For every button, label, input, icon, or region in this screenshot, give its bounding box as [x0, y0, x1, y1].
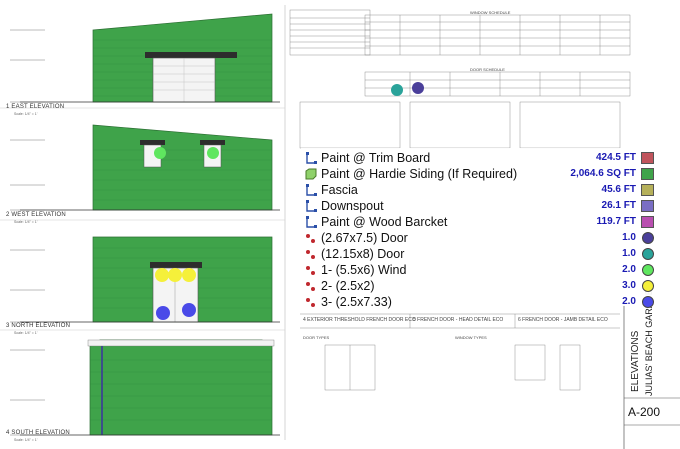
- elevation-label-south: 4 SOUTH ELEVATION: [6, 430, 70, 436]
- legend-value: 424.5 FT: [595, 152, 636, 163]
- legend-value: 2,064.6 SQ FT: [570, 168, 636, 179]
- legend-row-window-1[interactable]: 1- (5.5x6) Wind 2.0: [301, 262, 658, 279]
- detail-title: EXTERIOR THRESHOLD FRENCH DOOR ECO: [307, 317, 416, 323]
- linear-measure-icon: [306, 216, 317, 228]
- elevation-title: NORTH ELEVATION: [11, 323, 71, 329]
- elevation-label-west: 2 WEST ELEVATION: [6, 212, 66, 218]
- linear-measure-icon: [306, 200, 317, 212]
- elevation-number: 2: [6, 212, 10, 218]
- legend-value: 1.0: [622, 232, 636, 243]
- legend-label: Downspout: [321, 199, 384, 213]
- north-elevation-drawing: [20, 236, 280, 323]
- legend-row-wood-bracket[interactable]: Paint @ Wood Barcket 119.7 FT: [301, 214, 658, 231]
- detail-6-label: 6 FRENCH DOOR - JAMB DETAIL ECO: [518, 317, 608, 323]
- linear-measure-icon: [306, 184, 317, 196]
- legend-color-dot: [642, 264, 654, 276]
- legend-color-swatch: [641, 168, 654, 180]
- legend-value: 45.6 FT: [601, 184, 636, 195]
- elevation-label-north: 3 NORTH ELEVATION: [6, 323, 70, 329]
- legend-row-downspout[interactable]: Downspout 26.1 FT: [301, 198, 658, 215]
- elevation-title: WEST ELEVATION: [11, 212, 66, 218]
- legend-row-window-2[interactable]: 2- (2.5x2) 3.0: [301, 278, 658, 295]
- detail-number: 5: [413, 317, 416, 323]
- detail-number: 4: [303, 317, 306, 323]
- elevation-scale: Scale: 1/4" = 1': [14, 220, 38, 224]
- legend-color-swatch: [641, 152, 654, 164]
- detail-5-label: 5 FRENCH DOOR - HEAD DETAIL ECO: [413, 317, 503, 323]
- detail-title: FRENCH DOOR - JAMB DETAIL ECO: [522, 317, 608, 323]
- window-types-title: WINDOW TYPES: [455, 335, 487, 340]
- elevation-number: 1: [6, 104, 10, 110]
- east-elevation-drawing: [20, 13, 280, 103]
- elevation-title: EAST ELEVATION: [11, 104, 65, 110]
- legend-color-dot: [642, 296, 654, 308]
- legend-label: Paint @ Wood Barcket: [321, 215, 448, 229]
- elevation-scale: Scale: 1/4" = 1': [14, 438, 38, 442]
- takeoff-legend: Paint @ Trim Board 424.5 FT Paint @ Hard…: [301, 148, 658, 309]
- legend-label: 3- (2.5x7.33): [321, 295, 392, 309]
- south-elevation-drawing: [20, 339, 280, 436]
- legend-value: 3.0: [622, 280, 636, 291]
- legend-color-swatch: [641, 200, 654, 212]
- area-measure-icon: [305, 168, 317, 180]
- door-schedule-title: DOOR SCHEDULE: [470, 67, 505, 72]
- elevation-number: 4: [6, 430, 10, 436]
- legend-value: 2.0: [622, 264, 636, 275]
- detail-number: 6: [518, 317, 521, 323]
- legend-label: 2- (2.5x2): [321, 279, 375, 293]
- elevation-label-east: 1 EAST ELEVATION: [6, 104, 64, 110]
- legend-row-door-12-15x8[interactable]: (12.15x8) Door 1.0: [301, 246, 658, 263]
- window-schedule-title: WINDOW SCHEDULE: [470, 10, 511, 15]
- legend-color-dot: [642, 280, 654, 292]
- elevation-scale: Scale: 1/4" = 1': [14, 331, 38, 335]
- legend-value: 119.7 FT: [596, 216, 636, 227]
- legend-row-window-3[interactable]: 3- (2.5x7.33) 2.0: [301, 294, 658, 311]
- legend-value: 26.1 FT: [601, 200, 636, 211]
- sheet-title: ELEVATIONS: [630, 330, 641, 392]
- legend-label: 1- (5.5x6) Wind: [321, 263, 407, 277]
- linear-measure-icon: [306, 152, 317, 164]
- legend-label: Fascia: [321, 183, 358, 197]
- legend-row-hardie-siding[interactable]: Paint @ Hardie Siding (If Required) 2,06…: [301, 166, 658, 183]
- legend-row-fascia[interactable]: Fascia 45.6 FT: [301, 182, 658, 199]
- west-elevation-drawing: [20, 124, 280, 211]
- legend-label: Paint @ Hardie Siding (If Required): [321, 167, 518, 181]
- count-icon: [306, 234, 315, 243]
- legend-color-dot: [642, 248, 654, 260]
- legend-label: Paint @ Trim Board: [321, 151, 431, 165]
- sheet-number: A-200: [628, 405, 661, 419]
- legend-value: 2.0: [622, 296, 636, 307]
- elevation-scale: Scale: 1/4" = 1': [14, 112, 38, 116]
- detail-4-label: 4 EXTERIOR THRESHOLD FRENCH DOOR ECO: [303, 317, 416, 323]
- legend-color-dot: [642, 232, 654, 244]
- count-icon: [306, 282, 315, 291]
- legend-label: (2.67x7.5) Door: [321, 231, 408, 245]
- count-icon: [306, 250, 315, 259]
- elevation-number: 3: [6, 323, 10, 329]
- count-icon: [306, 298, 315, 307]
- legend-label: (12.15x8) Door: [321, 247, 405, 261]
- detail-title: FRENCH DOOR - HEAD DETAIL ECO: [417, 317, 504, 323]
- legend-color-swatch: [641, 216, 654, 228]
- elevation-title: SOUTH ELEVATION: [11, 430, 70, 436]
- count-icon: [306, 266, 315, 275]
- legend-value: 1.0: [622, 248, 636, 259]
- legend-row-door-2-67x7-5[interactable]: (2.67x7.5) Door 1.0: [301, 230, 658, 247]
- legend-color-swatch: [641, 184, 654, 196]
- legend-row-trim-board[interactable]: Paint @ Trim Board 424.5 FT: [301, 150, 658, 167]
- door-types-title: DOOR TYPES: [303, 335, 330, 340]
